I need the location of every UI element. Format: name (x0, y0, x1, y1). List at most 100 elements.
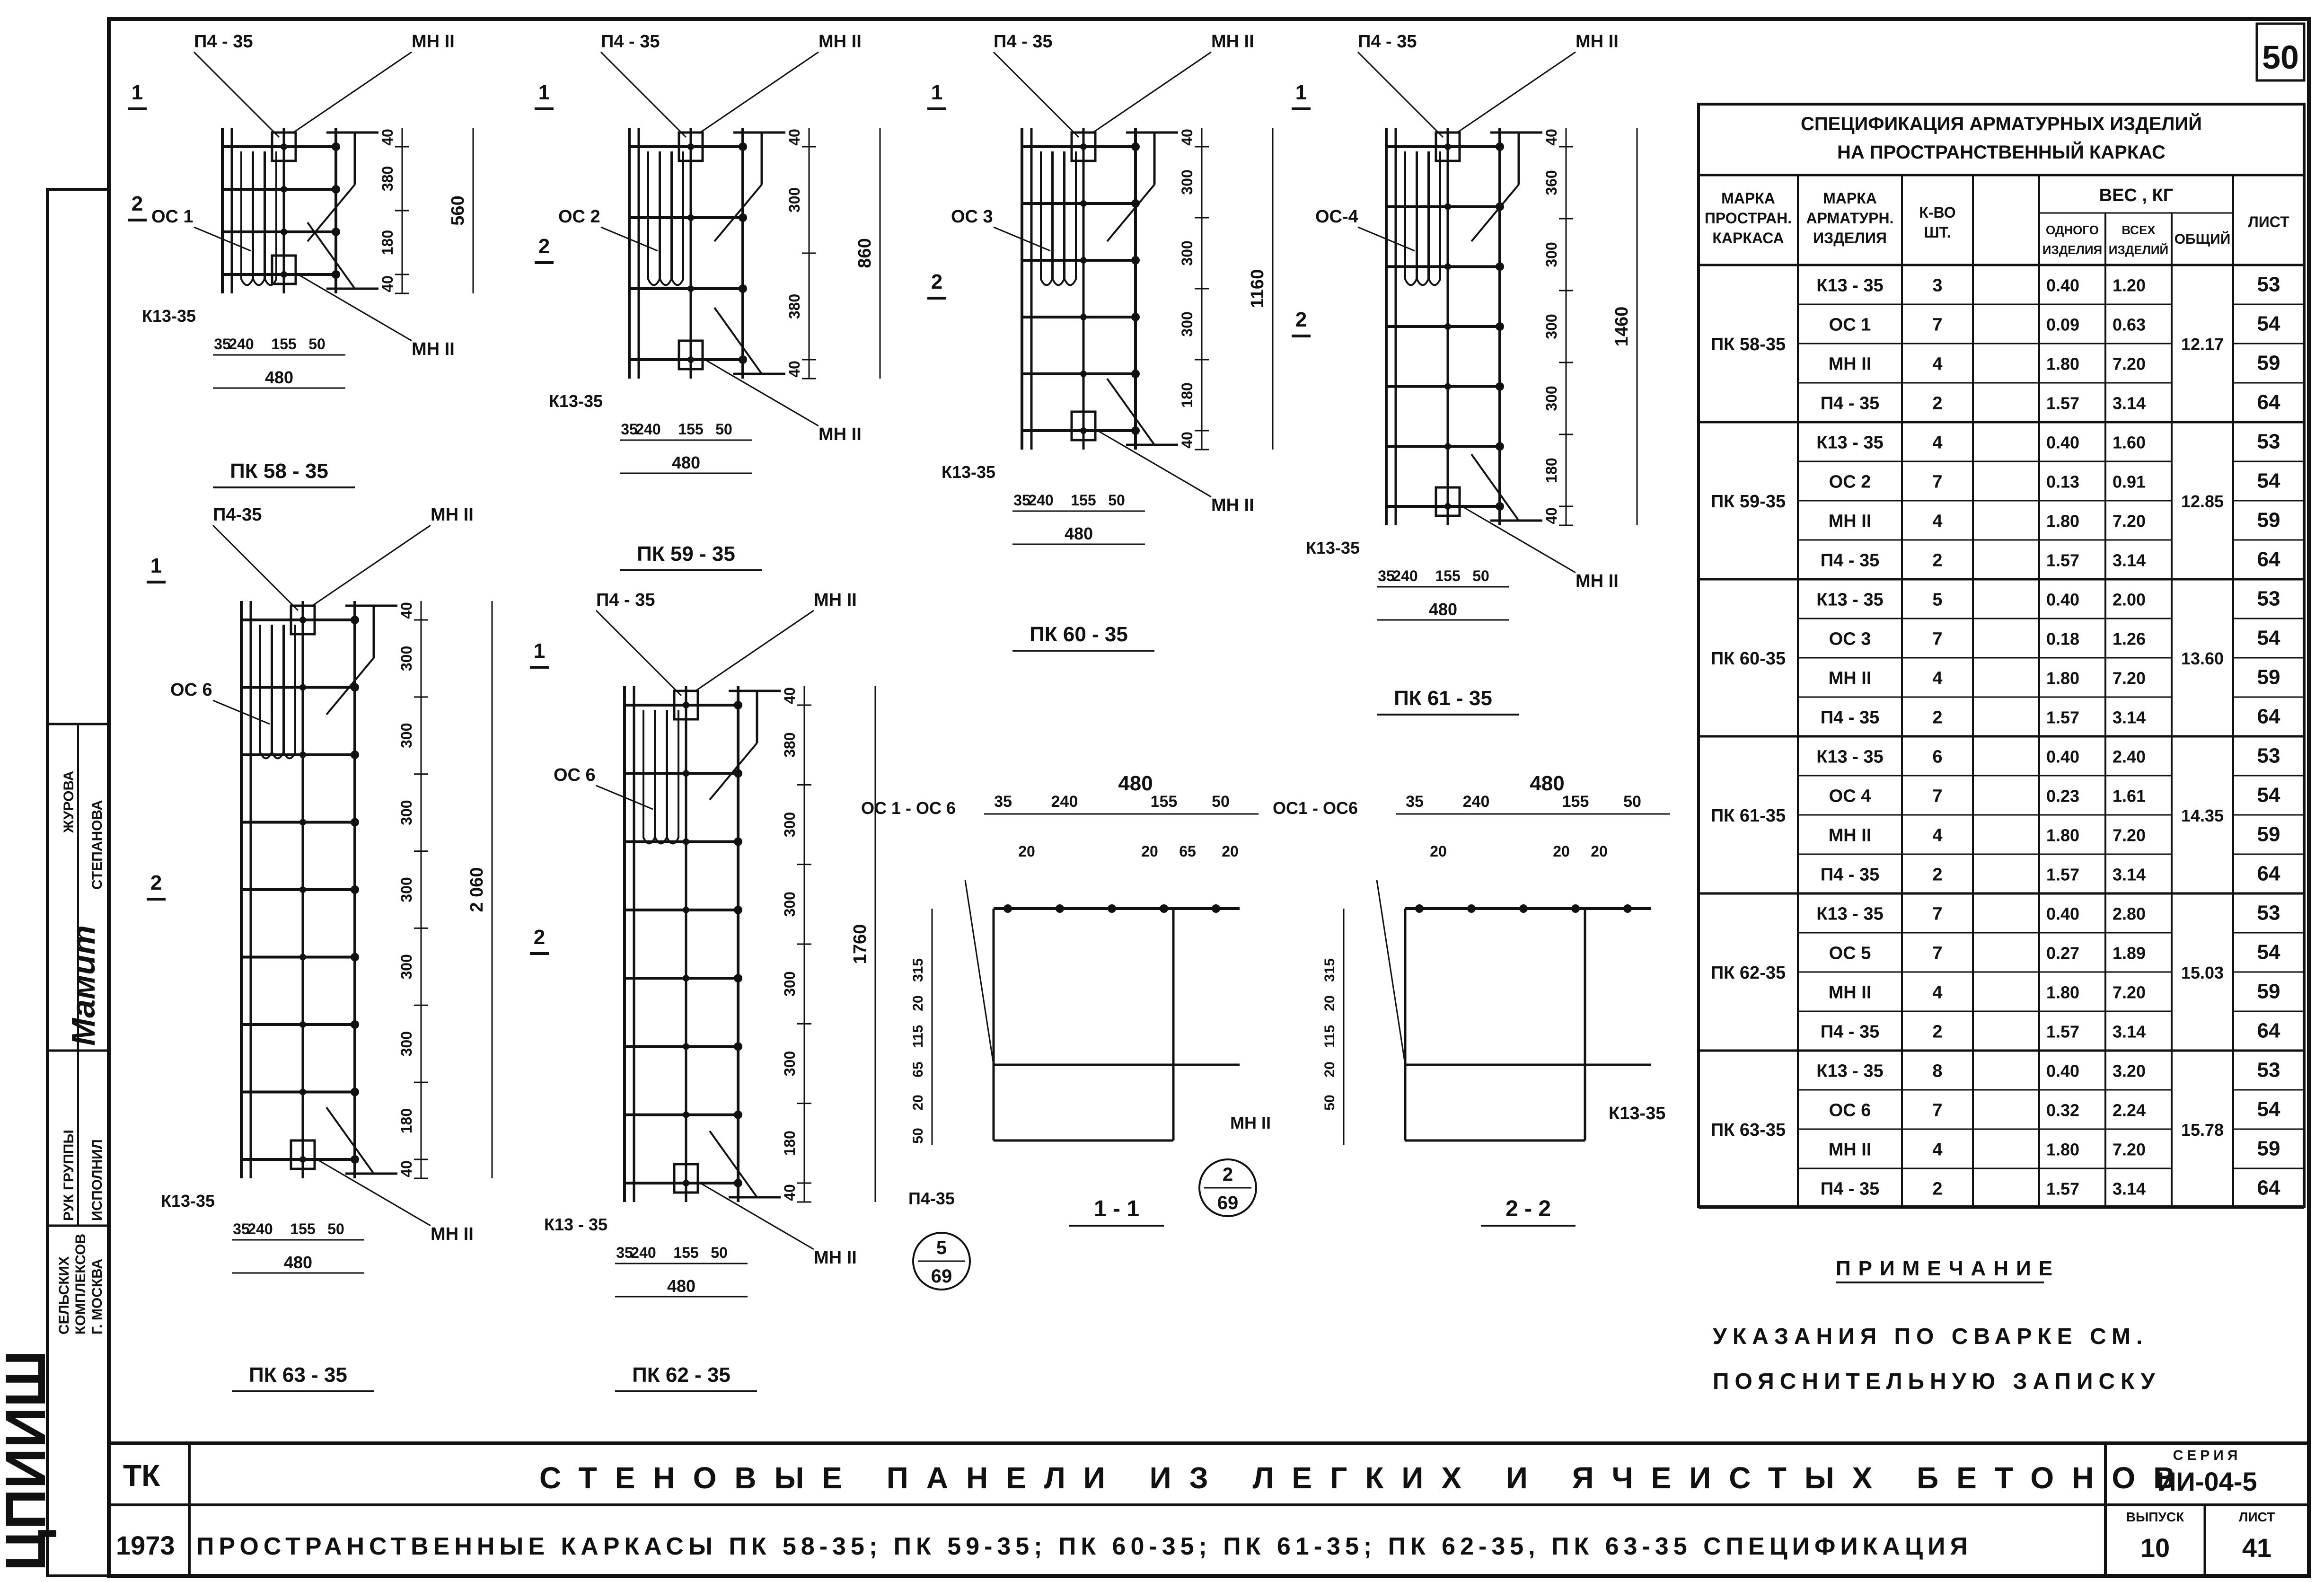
dimension-value: 300 (1543, 386, 1560, 411)
embedded-plate (1435, 131, 1461, 162)
cell-qty: 7 (1932, 904, 1942, 924)
embedded-plate (1070, 410, 1097, 442)
cut-mark: 2 (150, 871, 162, 894)
series-label: СЕРИЯ (2173, 1448, 2242, 1463)
table-header: ШТ. (1924, 224, 1951, 241)
weld-dot (1444, 263, 1451, 270)
cell-qty: 7 (1932, 944, 1942, 963)
sheet-label: ЛИСТ (2239, 1510, 2275, 1524)
width-dimension: 480 (667, 1276, 695, 1296)
cell-all: 2.80 (2113, 904, 2146, 924)
weld-dot (1108, 904, 1116, 913)
mesh-diagonal (713, 184, 763, 242)
cell-sheet: 64 (2257, 1019, 2280, 1043)
issue-value: 10 (2140, 1533, 2170, 1563)
cell-qty: 2 (1932, 1022, 1942, 1042)
mesh-label-bottom: МН II (412, 339, 455, 359)
mesh-diagonal (326, 1106, 375, 1175)
weld-dot (332, 270, 340, 279)
leader-line (194, 226, 251, 252)
cell-one: 1.57 (2046, 1022, 2079, 1042)
cut-mark: 1 (931, 81, 942, 104)
width-dimension: 480 (265, 368, 293, 387)
weld-dot (1080, 371, 1087, 377)
weld-dot (281, 186, 287, 193)
reference-bubble-a (912, 1232, 971, 1290)
dimension-value: 155 (673, 1244, 698, 1261)
dimension-value: 300 (1179, 169, 1196, 194)
weld-dot (1160, 904, 1168, 913)
cell-item: МН II (1829, 1140, 1872, 1160)
weld-dot (299, 819, 306, 826)
dimension-value: 155 (290, 1220, 315, 1237)
weld-dot (1444, 323, 1451, 330)
cell-qty: 4 (1932, 983, 1942, 1003)
cell-all: 0.63 (2113, 315, 2146, 335)
cell-item: К13 - 35 (1816, 590, 1884, 610)
cell-qty: 3 (1932, 276, 1942, 296)
cell-sheet: 54 (2257, 941, 2280, 964)
side-stamp: ЦПИИШ СЕЛЬСКИХ КОМПЛЕКСОВ Г. МОСКВА РУК … (0, 188, 110, 1577)
dimension-value: 300 (398, 646, 415, 671)
leader-line (700, 51, 819, 133)
cell-sheet: 64 (2257, 391, 2280, 414)
dimension-value: 360 (1543, 170, 1560, 195)
mesh-label-bottom: МН II (814, 1248, 857, 1268)
mesh-label: МН II (412, 32, 455, 52)
cell-one: 1.80 (2046, 669, 2079, 688)
cell-all: 2.00 (2113, 590, 2146, 610)
stamp-line-1: СЕЛЬСКИХ (56, 1256, 72, 1335)
weld-dot (299, 1021, 306, 1028)
cut-mark: 1 (150, 554, 162, 577)
table-header-sheet: ЛИСТ (2248, 213, 2289, 230)
weld-dot (299, 684, 306, 691)
weld-dot (1080, 200, 1087, 207)
cell-one: 1.80 (2046, 826, 2079, 845)
loop-rod (1052, 151, 1065, 286)
dimension-value: 50 (1212, 793, 1230, 811)
cell-sheet: 59 (2257, 509, 2280, 532)
cell-all: 1.89 (2113, 944, 2146, 963)
dimension-value: 35 (1013, 492, 1030, 509)
mesh-label: МН II (819, 32, 862, 52)
reference-b-top: 2 (1223, 1164, 1233, 1185)
cell-all: 3.14 (2113, 708, 2146, 727)
mesh-diagonal (1106, 184, 1155, 242)
leader-line (700, 1182, 814, 1250)
weld-dot (734, 837, 742, 846)
cell-sheet: 54 (2257, 1098, 2280, 1121)
dimension-value: 300 (1179, 240, 1196, 265)
cell-all: 3.14 (2113, 865, 2146, 884)
dimension-value: 315 (1322, 958, 1338, 982)
sheet-value: 41 (2242, 1533, 2271, 1563)
dimension-value: 20 (910, 1095, 926, 1110)
weld-dot (1444, 203, 1451, 210)
cell-one: 0.27 (2046, 944, 2079, 963)
weld-dot (1080, 314, 1087, 320)
dimension-value: 300 (781, 812, 798, 837)
dimension-value: 50 (1322, 1095, 1338, 1110)
bottom-mark-label: К13-35 (142, 306, 196, 326)
cell-all: 1.60 (2113, 433, 2146, 452)
cell-qty: 5 (1932, 590, 1942, 610)
mesh-diagonal (709, 742, 758, 801)
weld-dot (1496, 502, 1504, 511)
loop-rod (671, 151, 684, 286)
dimension-value: 40 (781, 687, 798, 704)
embedded-plate (678, 339, 704, 371)
sub-dimension-value: 20 (1553, 843, 1570, 860)
cell-all: 7.20 (2113, 354, 2146, 374)
cell-all: 7.20 (2113, 983, 2146, 1002)
embedded-plate (673, 689, 699, 721)
frame-title: ПК 62 - 35 (632, 1363, 731, 1387)
cell-all: 1.61 (2113, 787, 2146, 806)
dimension-value: 155 (271, 336, 296, 353)
mesh-diagonal (307, 221, 356, 290)
weld-dot (734, 905, 742, 914)
reference-a-bottom: 69 (931, 1266, 952, 1287)
